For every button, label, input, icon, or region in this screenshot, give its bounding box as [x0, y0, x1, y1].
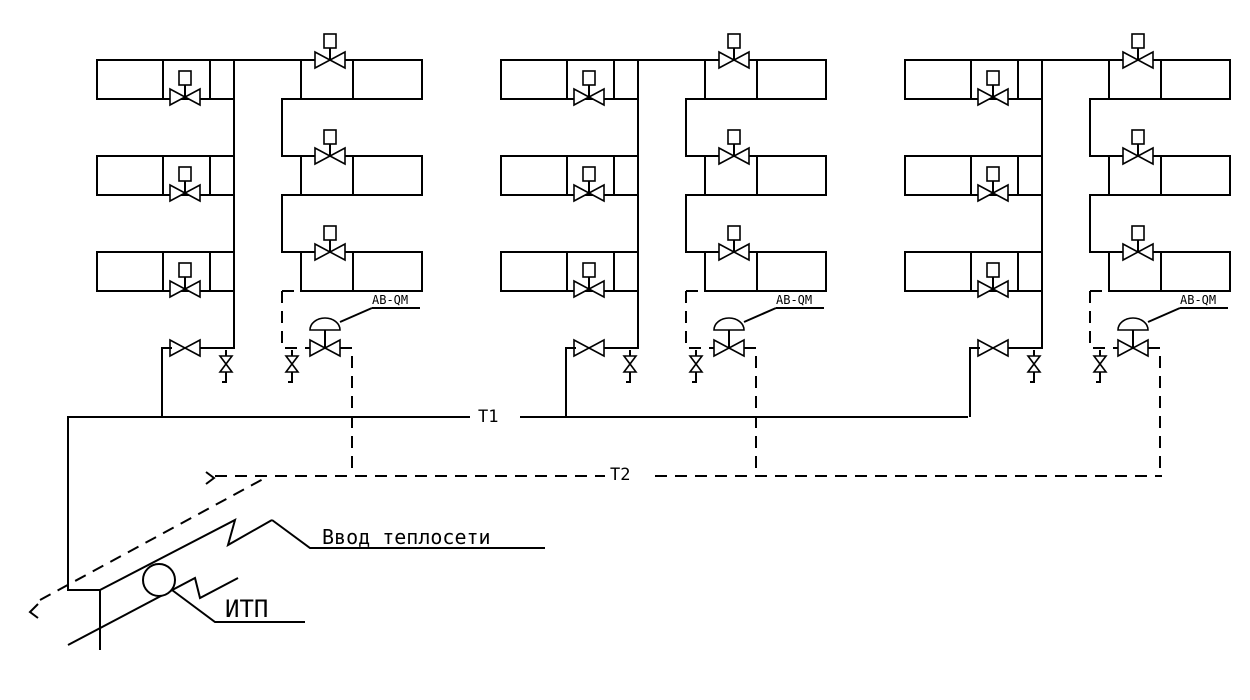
- balancing-valve-label: AB-QM: [372, 293, 408, 307]
- drain-valve: [622, 350, 638, 383]
- shutoff-valve: [977, 338, 1009, 358]
- balancing-valve: [1117, 338, 1149, 358]
- itp-label: ИТП: [225, 595, 268, 623]
- drain-valve: [218, 350, 234, 383]
- thermostatic-valve: [977, 262, 1009, 299]
- radiator: [904, 59, 1043, 100]
- radiator: [300, 155, 423, 196]
- thermostatic-valve: [169, 166, 201, 203]
- thermostatic-valve: [314, 33, 346, 70]
- thermostatic-valve: [169, 70, 201, 107]
- thermostatic-valve: [573, 262, 605, 299]
- radiator: [904, 155, 1043, 196]
- radiator: [300, 251, 423, 292]
- radiator: [96, 59, 235, 100]
- thermostatic-valve: [314, 129, 346, 166]
- radiator: [96, 251, 235, 292]
- supply-main: T1: [67, 400, 968, 650]
- shutoff-valve: [169, 338, 201, 358]
- riser-group: AB-QM: [904, 33, 1231, 476]
- drain-valve: [1092, 350, 1108, 383]
- thermostatic-valve: [1122, 33, 1154, 70]
- radiator: [704, 59, 827, 100]
- thermostatic-valve: [573, 166, 605, 203]
- thermostatic-valve: [718, 129, 750, 166]
- itp-unit: Ввод теплосети ИТП: [28, 477, 545, 646]
- radiator: [96, 155, 235, 196]
- balancing-valve-label: AB-QM: [1180, 293, 1216, 307]
- return-main: T2: [205, 465, 1162, 485]
- riser-group: AB-QM: [96, 33, 423, 476]
- radiator: [500, 59, 639, 100]
- thermostatic-valve: [718, 33, 750, 70]
- radiator: [1108, 59, 1231, 100]
- thermostatic-valve: [1122, 129, 1154, 166]
- balancing-valve-label: AB-QM: [776, 293, 812, 307]
- thermostatic-valve: [977, 166, 1009, 203]
- return-label: T2: [610, 465, 630, 485]
- network-input-label: Ввод теплосети: [322, 525, 491, 549]
- thermostatic-valve: [169, 262, 201, 299]
- radiator: [300, 59, 423, 100]
- radiator: [704, 155, 827, 196]
- balancing-valve: [309, 338, 341, 358]
- drain-valve: [1026, 350, 1042, 383]
- thermostatic-valve: [977, 70, 1009, 107]
- drain-valve: [284, 350, 300, 383]
- riser-groups: AB-QM AB-QM AB-QM: [96, 33, 1231, 476]
- radiator: [904, 251, 1043, 292]
- riser-group: AB-QM: [500, 33, 827, 476]
- radiator: [1108, 251, 1231, 292]
- thermostatic-valve: [573, 70, 605, 107]
- radiator: [500, 251, 639, 292]
- thermostatic-valve: [314, 225, 346, 262]
- radiator: [500, 155, 639, 196]
- drain-valve: [688, 350, 704, 383]
- thermostatic-valve: [718, 225, 750, 262]
- radiator: [704, 251, 827, 292]
- supply-label: T1: [478, 407, 498, 427]
- radiator: [1108, 155, 1231, 196]
- shutoff-valve: [573, 338, 605, 358]
- thermostatic-valve: [1122, 225, 1154, 262]
